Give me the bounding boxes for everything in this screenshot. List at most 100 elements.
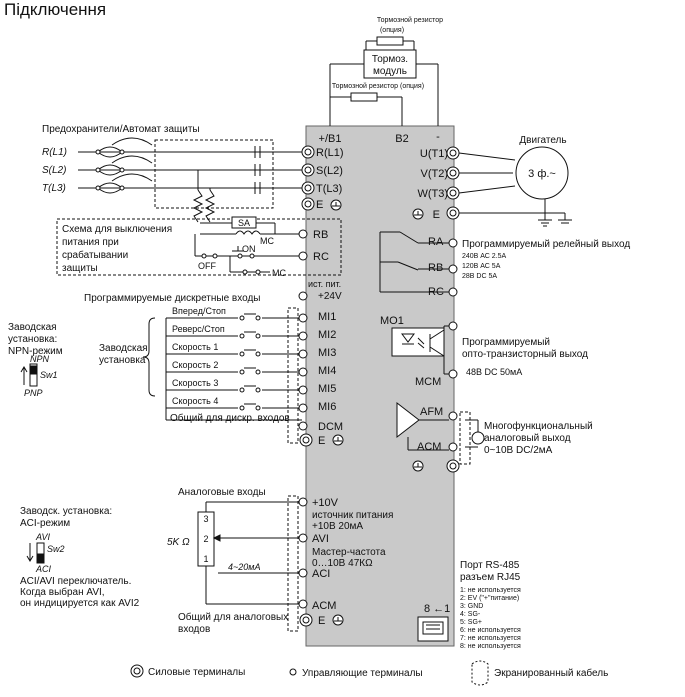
svg-text:Мастер-частота: Мастер-частота: [312, 547, 386, 558]
svg-text:28В DC 5А: 28В DC 5А: [462, 273, 497, 280]
svg-text:SA: SA: [238, 218, 250, 228]
svg-text:RC: RC: [313, 251, 329, 263]
svg-text:ACM: ACM: [417, 441, 441, 453]
svg-text:7: не используется: 7: не используется: [460, 635, 521, 642]
svg-text:6: не используется: 6: не используется: [460, 627, 521, 634]
svg-text:RB: RB: [313, 229, 328, 241]
svg-text:NPN-режим: NPN-режим: [8, 346, 63, 357]
svg-text:+24V: +24V: [318, 291, 342, 302]
svg-text:питания при: питания при: [62, 237, 119, 248]
motor: Двигатель 3 ф.~: [515, 135, 572, 227]
power-output-terminals: U(T1) V(T2) W(T3) E: [412, 146, 545, 221]
svg-text:Общий для дискр. входов: Общий для дискр. входов: [170, 412, 290, 424]
power-input-terminals: R(L1) S(L2) T(L3) E: [301, 145, 344, 211]
svg-text:входов: входов: [178, 624, 210, 635]
svg-text:1: не используется: 1: не используется: [460, 587, 521, 594]
svg-text:Тормоз.: Тормоз.: [372, 54, 408, 65]
svg-text:4~20мА: 4~20мА: [228, 562, 260, 572]
svg-text:2: EV ("+"питание): 2: EV ("+"питание): [460, 595, 519, 602]
svg-text:Предохранители/Автомат защиты: Предохранители/Автомат защиты: [42, 124, 200, 135]
svg-text:источник питания: источник питания: [312, 510, 393, 521]
svg-text:ACI-режим: ACI-режим: [20, 518, 70, 529]
svg-text:установка: установка: [99, 355, 146, 366]
svg-text:5K Ω: 5K Ω: [167, 537, 190, 548]
svg-text:V(T2): V(T2): [421, 168, 449, 180]
svg-text:Силовые терминалы: Силовые терминалы: [148, 667, 245, 678]
svg-text:Когда выбран AVI,: Когда выбран AVI,: [20, 586, 105, 598]
svg-text:E: E: [433, 209, 440, 221]
svg-text:опто-транзисторный выход: опто-транзисторный выход: [462, 349, 588, 360]
svg-text:(опция): (опция): [380, 27, 404, 34]
svg-text:AVI: AVI: [35, 532, 51, 542]
svg-text:Тормозной резистор: Тормозной резистор: [377, 16, 443, 24]
svg-text:аналоговый выход: аналоговый выход: [484, 433, 571, 444]
svg-text:PNP: PNP: [24, 388, 43, 398]
svg-text:U(T1): U(T1): [420, 148, 448, 160]
svg-text:ACI: ACI: [35, 564, 52, 574]
rb-rc-terminals: RB RC: [298, 229, 329, 263]
svg-text:48В DC 50мА: 48В DC 50мА: [466, 367, 522, 377]
svg-text:Скорость 4: Скорость 4: [172, 396, 218, 406]
svg-text:3: 3: [203, 514, 208, 524]
svg-text:RB: RB: [428, 262, 443, 274]
svg-text:Sw1: Sw1: [40, 370, 58, 380]
svg-text:OFF: OFF: [198, 261, 216, 271]
svg-text:срабатывании: срабатывании: [62, 249, 128, 261]
svg-text:3: GND: 3: GND: [460, 603, 483, 610]
digital-inputs: Программируемые дискретные входы Заводск…: [84, 293, 344, 447]
svg-text:8 ←1: 8 ←1: [424, 603, 450, 615]
svg-text:Скорость 2: Скорость 2: [172, 360, 218, 370]
aci-switch: Заводск. установка: ACI-режим AVI Sw2 AC…: [20, 506, 140, 609]
svg-text:MO1: MO1: [380, 315, 404, 327]
svg-text:Управляющие терминалы: Управляющие терминалы: [302, 668, 423, 679]
svg-text:240В АС 2.5А: 240В АС 2.5А: [462, 253, 507, 260]
svg-text:Программируемые дискретные вхо: Программируемые дискретные входы: [84, 293, 261, 304]
svg-text:AVI: AVI: [312, 533, 329, 545]
supply-label: ист. пит.: [308, 279, 341, 289]
svg-text:S(L2): S(L2): [42, 165, 66, 176]
svg-text:Порт RS-485: Порт RS-485: [460, 560, 520, 571]
svg-text:MI1: MI1: [318, 311, 336, 323]
svg-text:0~10В DC/2мА: 0~10В DC/2мА: [484, 445, 553, 456]
svg-text:DCM: DCM: [318, 421, 343, 433]
svg-text:NPN: NPN: [30, 354, 50, 364]
svg-text:Скорость 3: Скорость 3: [172, 378, 218, 388]
svg-text:+10V: +10V: [312, 497, 339, 509]
legend: Силовые терминалы Управляющие терминалы …: [130, 660, 608, 686]
svg-text:W(T3): W(T3): [417, 188, 448, 200]
svg-text:R(L1): R(L1): [42, 147, 67, 158]
svg-text:0…10В 47КΩ: 0…10В 47КΩ: [312, 558, 373, 569]
svg-text:ACM: ACM: [312, 600, 336, 612]
svg-text:MI4: MI4: [318, 365, 336, 377]
svg-text:ACI/AVI переключатель.: ACI/AVI переключатель.: [20, 576, 131, 587]
svg-text:Программируемый: Программируемый: [462, 337, 550, 348]
terminal-b1-label: +/B1: [319, 133, 342, 145]
svg-text:120В АС 5А: 120В АС 5А: [462, 263, 501, 270]
mains-input-wiring: Предохранители/Автомат защиты R(L1) S(L2…: [42, 124, 302, 223]
brake-module: Тормозной резистор (опция) Тормоз. модул…: [329, 16, 443, 126]
svg-text:он индицируется как AVI2: он индицируется как AVI2: [20, 598, 140, 609]
svg-text:Заводская: Заводская: [99, 343, 148, 354]
svg-text:Схема для выключения: Схема для выключения: [62, 224, 172, 235]
svg-text:E: E: [318, 435, 325, 447]
protection-cutoff-circuit: Схема для выключения питания при срабаты…: [56, 216, 342, 278]
svg-text:MCM: MCM: [415, 376, 441, 388]
drive-body: [305, 125, 455, 647]
rs485-port: 8 ←1 Порт RS-485 разъем RJ45 1: не испол…: [417, 560, 521, 650]
svg-text:3 ф.~: 3 ф.~: [528, 168, 556, 180]
svg-text:S(L2): S(L2): [316, 165, 343, 177]
svg-text:Экранированный кабель: Экранированный кабель: [494, 667, 608, 679]
opto-output: MO1 MCM Программируемый опто-транзисторн…: [380, 315, 588, 388]
svg-text:модуль: модуль: [373, 66, 407, 77]
svg-text:8: не используется: 8: не используется: [460, 643, 521, 650]
svg-text:Программируемый релейный выход: Программируемый релейный выход: [462, 239, 630, 250]
svg-text:Sw2: Sw2: [47, 544, 65, 554]
svg-text:+10В 20мА: +10В 20мА: [312, 521, 363, 532]
svg-text:разъем RJ45: разъем RJ45: [460, 572, 521, 583]
svg-text:Аналоговые входы: Аналоговые входы: [178, 487, 266, 498]
svg-text:установка:: установка:: [8, 334, 57, 345]
svg-text:Скорость 1: Скорость 1: [172, 342, 218, 352]
svg-text:AFM: AFM: [420, 406, 443, 418]
svg-text:Двигатель: Двигатель: [519, 135, 566, 146]
